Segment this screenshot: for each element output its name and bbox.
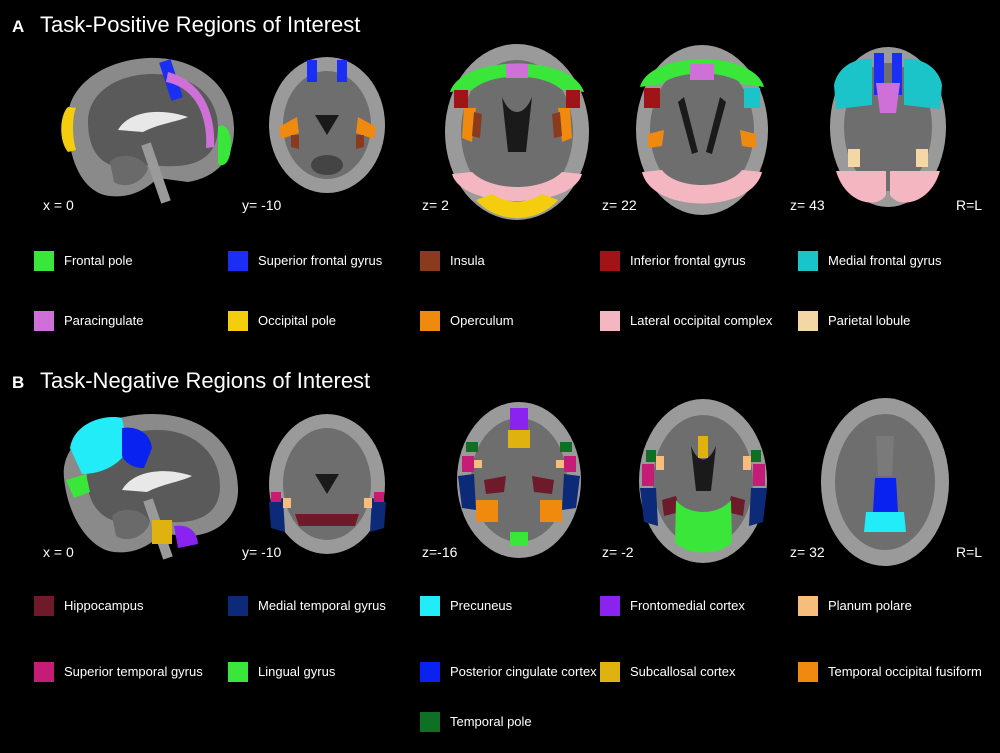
- swatch: [228, 311, 248, 331]
- coord-label: x = 0: [43, 197, 74, 213]
- brain-axial-b3: [821, 398, 949, 566]
- legend-label: Temporal occipital fusiform: [828, 664, 982, 679]
- swatch: [420, 712, 440, 732]
- swatch: [798, 662, 818, 682]
- legend-label: Temporal pole: [450, 714, 532, 729]
- panel-b-letter: B: [12, 373, 25, 392]
- brain-axial-b2: [639, 399, 767, 563]
- coord-label: y= -10: [242, 544, 282, 560]
- legend-label: Medial frontal gyrus: [828, 253, 942, 268]
- swatch: [600, 662, 620, 682]
- panel-task-negative: B Task-Negative Regions of Interest: [0, 360, 1000, 753]
- swatch: [34, 311, 54, 331]
- swatch: [600, 596, 620, 616]
- swatch: [798, 251, 818, 271]
- coord-label: z= 2: [422, 197, 449, 213]
- legend-label: Inferior frontal gyrus: [630, 253, 746, 268]
- brain-sagittal-a: [61, 57, 235, 204]
- coord-label: z= 32: [790, 544, 825, 560]
- swatch: [420, 662, 440, 682]
- brain-coronal-b: [269, 414, 386, 554]
- brain-sagittal-b: [63, 414, 239, 560]
- legend-label: Frontomedial cortex: [630, 598, 745, 613]
- legend-label: Paracingulate: [64, 313, 144, 328]
- swatch: [228, 662, 248, 682]
- legend-label: Planum polare: [828, 598, 912, 613]
- panel-b-title: Task-Negative Regions of Interest: [40, 368, 371, 393]
- swatch: [228, 251, 248, 271]
- legend-label: Precuneus: [450, 598, 513, 613]
- brain-axial-a2: [636, 45, 768, 215]
- swatch: [798, 311, 818, 331]
- coord-label: z= 43: [790, 197, 825, 213]
- legend-label: Hippocampus: [64, 598, 144, 613]
- coord-label: z= -2: [602, 544, 634, 560]
- legend-label: Posterior cingulate cortex: [450, 664, 597, 679]
- swatch: [420, 596, 440, 616]
- swatch: [34, 662, 54, 682]
- panel-a-heading: A Task-Positive Regions of Interest: [12, 12, 360, 38]
- legend-label: Frontal pole: [64, 253, 133, 268]
- legend-label: Insula: [450, 253, 485, 268]
- swatch: [420, 251, 440, 271]
- legend-label: Lingual gyrus: [258, 664, 336, 679]
- legend-label: Parietal lobule: [828, 313, 911, 328]
- coord-label: y= -10: [242, 197, 282, 213]
- brain-axial-a3: [830, 47, 946, 207]
- swatch: [600, 251, 620, 271]
- swatch: [600, 311, 620, 331]
- swatch: [34, 596, 54, 616]
- brain-coronal-a: [269, 57, 385, 193]
- legend-label: Medial temporal gyrus: [258, 598, 386, 613]
- legend-label: Superior frontal gyrus: [258, 253, 383, 268]
- swatch: [798, 596, 818, 616]
- panel-b-heading: B Task-Negative Regions of Interest: [12, 368, 370, 394]
- coord-label: z= 22: [602, 197, 637, 213]
- legend-label: Occipital pole: [258, 313, 337, 328]
- swatch: [34, 251, 54, 271]
- legend-label: Superior temporal gyrus: [64, 664, 203, 679]
- brain-axial-a1: [445, 44, 589, 220]
- coord-label: x = 0: [43, 544, 74, 560]
- swatch: [228, 596, 248, 616]
- coord-label: z=-16: [422, 544, 458, 560]
- legend-label: Operculum: [450, 313, 514, 328]
- orientation-label: R=L: [956, 544, 983, 560]
- panel-task-positive: A Task-Positive Regions of Interest: [0, 0, 1000, 360]
- brain-axial-b1: [457, 402, 581, 558]
- orientation-label: R=L: [956, 197, 983, 213]
- legend-label: Lateral occipital complex: [630, 313, 773, 328]
- legend-label: Subcallosal cortex: [630, 664, 736, 679]
- panel-a-letter: A: [12, 17, 25, 36]
- panel-a-title: Task-Positive Regions of Interest: [40, 12, 361, 37]
- swatch: [420, 311, 440, 331]
